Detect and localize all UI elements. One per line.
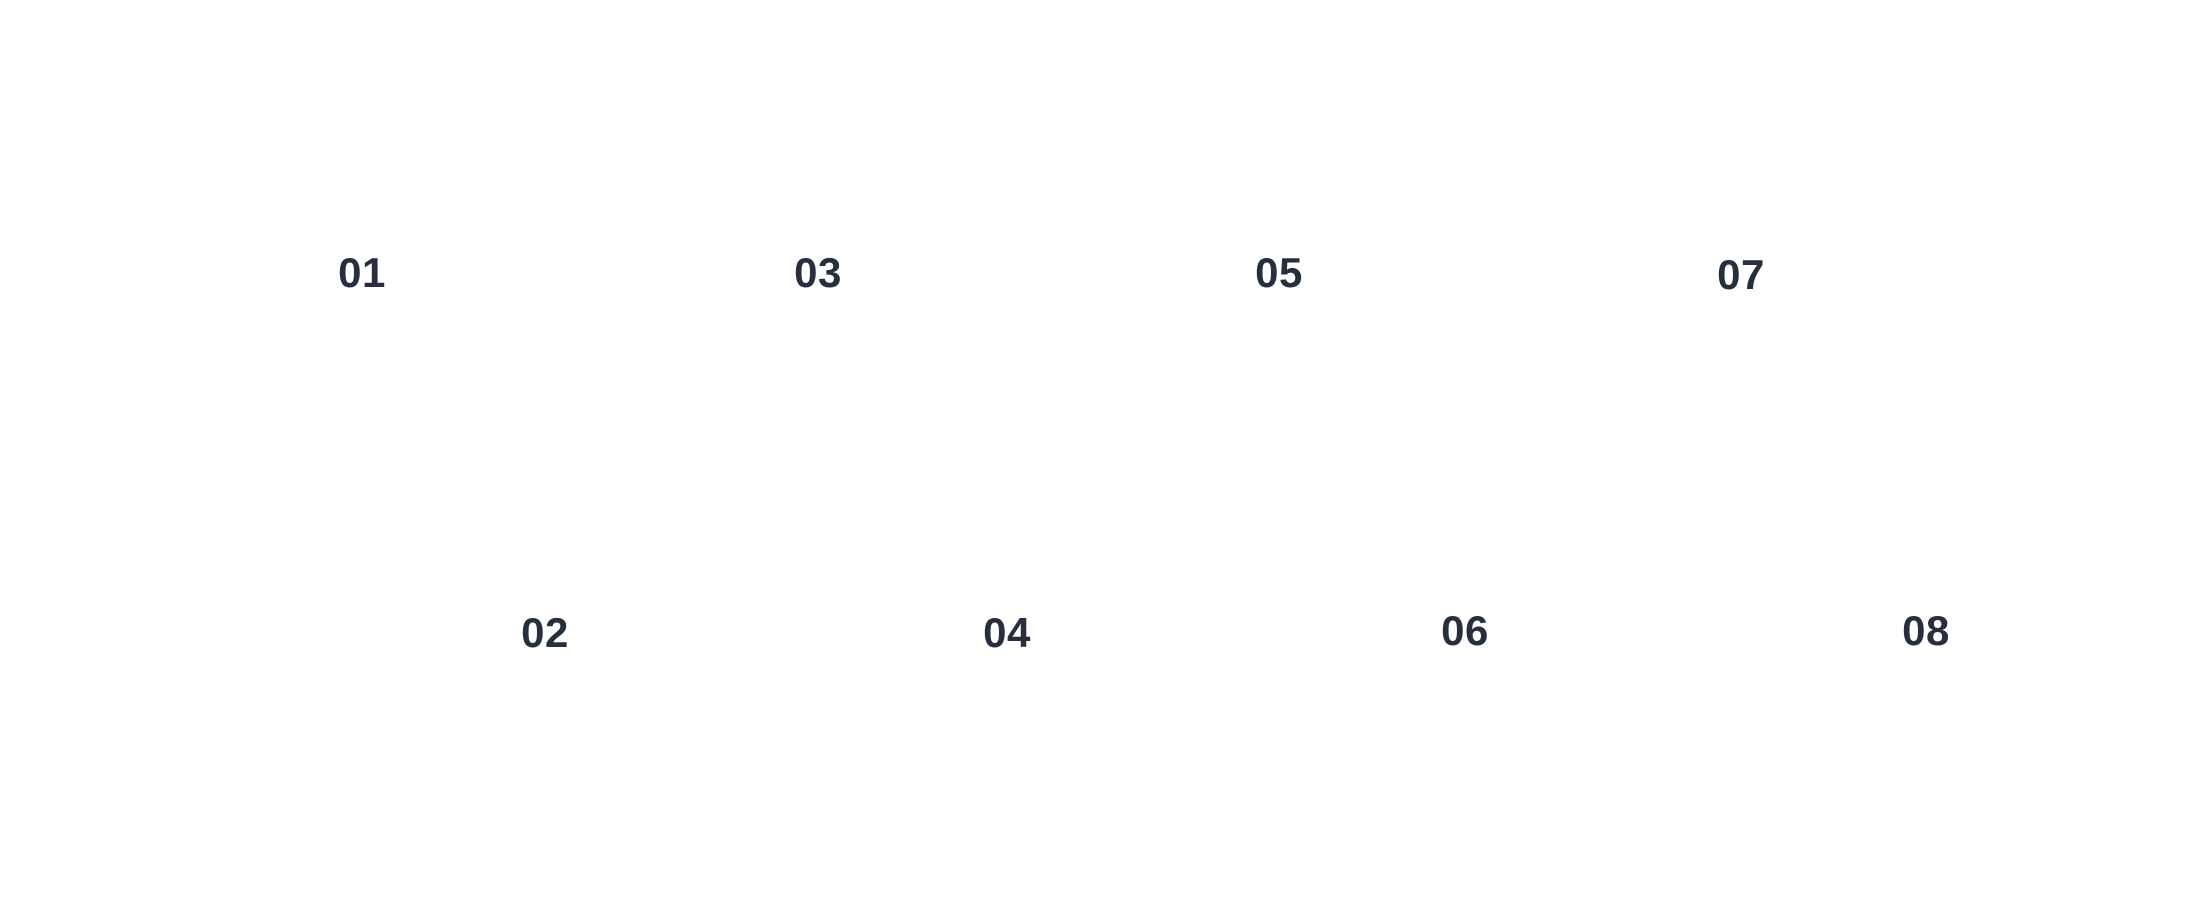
step-label-03: 03 <box>794 249 842 296</box>
step-label-08: 08 <box>1902 607 1950 654</box>
step-label-07: 07 <box>1717 251 1765 298</box>
step-label-04: 04 <box>983 609 1031 656</box>
step-label-01: 01 <box>338 249 386 296</box>
step-label-02: 02 <box>521 609 569 656</box>
step-label-05: 05 <box>1255 249 1303 296</box>
step-label-06: 06 <box>1441 607 1489 654</box>
